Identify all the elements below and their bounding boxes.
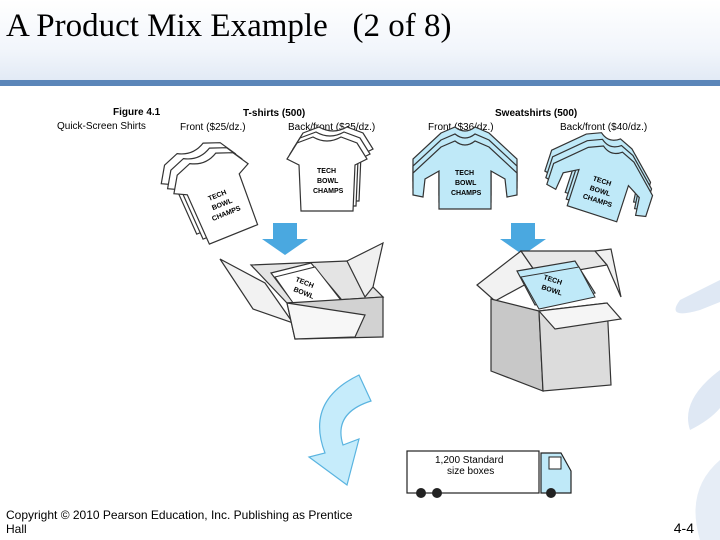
tshirt-front-stack: TECH BOWL CHAMPS <box>160 142 259 245</box>
sweatshirt-backfront-stack: TECH BOWL CHAMPS <box>544 132 654 223</box>
down-arrow-icon <box>262 223 308 255</box>
shirt-text-line2: BOWL <box>455 180 477 187</box>
copyright-notice: Copyright © 2010 Pearson Education, Inc.… <box>6 508 353 536</box>
truck-label-line1: 1,200 Standard <box>435 455 503 466</box>
shirt-text-line1: TECH <box>317 168 336 175</box>
delivery-truck: 1,200 Standard size boxes <box>406 450 572 498</box>
sweat-backfront-label: Back/front ($40/dz.) <box>560 122 647 133</box>
tshirt-front-label: Front ($25/dz.) <box>180 122 246 133</box>
product-mix-figure: Figure 4.1 Quick-Screen Shirts T-shirts … <box>55 101 673 505</box>
company-name: Quick-Screen Shirts <box>57 121 146 132</box>
shirt-text-line3: CHAMPS <box>451 190 482 197</box>
tshirts-header: T-shirts (500) <box>243 108 305 119</box>
shirt-text-line1: TECH <box>455 170 474 177</box>
decorative-swoosh <box>675 280 720 540</box>
tshirt-box: TECH BOWL <box>219 241 385 340</box>
slide-number: 4-4 <box>673 520 694 536</box>
sweat-front-label: Front ($36/dz.) <box>428 122 494 133</box>
figure-label: Figure 4.1 <box>113 107 161 118</box>
title-rule <box>0 80 720 86</box>
slide-title: A Product Mix Example (2 of 8) <box>6 8 452 44</box>
shirt-text-line3: CHAMPS <box>313 188 344 195</box>
sweatshirt-box: TECH BOWL <box>476 248 623 392</box>
tshirt-backfront-stack: TECH BOWL CHAMPS <box>286 126 374 212</box>
sweatshirt-front-stack: TECH BOWL CHAMPS <box>412 126 518 210</box>
shirt-text-line2: BOWL <box>317 178 339 185</box>
truck-label-line2: size boxes <box>447 466 494 477</box>
curved-arrow-icon <box>307 374 372 487</box>
down-arrow-icon <box>500 223 546 255</box>
tshirt-backfront-label: Back/front ($35/dz.) <box>288 122 375 133</box>
sweatshirts-header: Sweatshirts (500) <box>495 108 577 119</box>
title-band <box>0 0 720 86</box>
